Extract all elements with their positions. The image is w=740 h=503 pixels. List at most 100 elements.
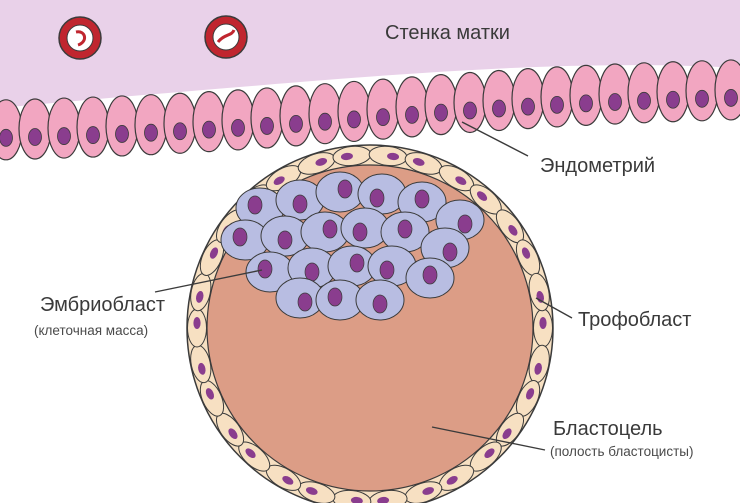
embryoblast-cell <box>275 179 325 221</box>
nucleus <box>695 89 709 108</box>
nucleus <box>379 260 395 280</box>
trophoblast-cell <box>199 239 225 276</box>
nucleus <box>322 219 338 239</box>
endometrium-cell <box>250 87 284 149</box>
nucleus <box>457 214 473 234</box>
endometrium-cell <box>163 92 197 154</box>
embryoblast-cell <box>315 171 365 213</box>
nucleus <box>318 112 332 131</box>
endometrium-cell <box>279 85 313 147</box>
endometrium-cell <box>598 63 632 125</box>
nucleus <box>525 388 535 400</box>
trophoblast-cell <box>469 184 502 215</box>
nucleus <box>277 230 293 250</box>
nucleus <box>534 362 542 375</box>
trophoblast-cell <box>404 481 443 503</box>
blastocoel-label: Бластоцель <box>553 418 663 440</box>
endometrium-cell <box>308 83 342 145</box>
nucleus <box>369 188 385 208</box>
nucleus <box>305 487 318 495</box>
endometrium-cell <box>337 80 371 143</box>
nucleus <box>521 247 531 259</box>
endometrium-cell <box>395 76 429 138</box>
endometrium-cell <box>105 95 139 157</box>
endometrium-cell <box>0 99 23 161</box>
nucleus <box>608 93 622 111</box>
nucleus <box>340 152 353 161</box>
nucleus <box>455 176 467 186</box>
embryoblast-cell <box>260 215 310 257</box>
embryoblast-cell <box>357 173 407 215</box>
embryoblast-pointer <box>154 269 263 293</box>
blood-vessel-icon <box>204 15 248 59</box>
trophoblast-cell <box>187 308 207 348</box>
nucleus <box>173 122 187 141</box>
embryoblast-cell <box>315 279 365 321</box>
trophoblast-cell <box>528 344 550 384</box>
embryoblast-cell <box>355 279 405 321</box>
embryoblast-cell <box>405 257 455 299</box>
nucleus <box>205 388 215 400</box>
nucleus <box>289 114 303 133</box>
trophoblast-cell <box>297 152 336 175</box>
nucleus <box>397 219 413 239</box>
uterine-wall-label: Стенка матки <box>385 22 510 44</box>
endometrium-cell <box>18 98 52 160</box>
trophoblast-label: Трофобласт <box>578 309 692 331</box>
nucleus <box>550 95 564 114</box>
endometrium-cell <box>540 66 574 128</box>
endometrium-cell <box>453 71 487 134</box>
nucleus <box>579 94 593 113</box>
nucleus <box>350 496 363 503</box>
nucleus <box>724 89 738 107</box>
nucleus <box>315 158 328 166</box>
nucleus <box>193 317 201 329</box>
nucleus <box>492 99 506 118</box>
nucleus <box>231 118 245 137</box>
pointer-lines <box>154 121 573 451</box>
nucleus <box>347 110 361 129</box>
nucleus <box>666 90 680 109</box>
blastocoel-note: (полость бластоцисты) <box>550 444 694 459</box>
endometrium-cell <box>424 74 458 136</box>
endometrium-cell <box>192 91 226 153</box>
endometrium-cell <box>134 94 168 156</box>
blastocoel-pointer <box>431 426 546 451</box>
blastocyst <box>186 144 554 503</box>
endometrium-cell <box>76 96 110 158</box>
nucleus <box>337 179 353 199</box>
trophoblast-cell <box>199 380 225 417</box>
endometrium-cell <box>47 97 81 159</box>
nucleus <box>257 259 273 279</box>
nucleus <box>446 475 458 485</box>
embryoblast-cell <box>380 211 430 253</box>
nucleus <box>144 123 158 142</box>
nucleus <box>282 475 294 485</box>
nucleus <box>198 362 206 375</box>
nucleus <box>434 103 448 122</box>
nucleus <box>260 117 274 135</box>
nucleus <box>463 101 477 120</box>
endometrium-cell <box>482 69 516 132</box>
trophoblast-cell <box>515 239 541 276</box>
nucleus <box>228 428 238 440</box>
endometrium-layer <box>0 59 740 161</box>
nucleus <box>476 191 488 201</box>
endometrium-cell <box>714 59 740 121</box>
nucleus <box>0 128 13 147</box>
embryoblast-label: Эмбриобласт <box>40 294 166 316</box>
embryoblast-note: (клеточная масса) <box>34 323 149 338</box>
nucleus <box>297 292 313 312</box>
embryoblast-cell <box>245 251 295 293</box>
endometrium-cell <box>221 89 255 151</box>
nucleus <box>637 91 651 110</box>
endometrium-cell <box>627 62 661 124</box>
nucleus <box>57 127 71 145</box>
endometrium-cell <box>511 68 545 130</box>
nucleus <box>521 97 535 116</box>
nucleus <box>372 294 388 314</box>
embryoblast-cell <box>220 219 270 261</box>
embryoblast-cell <box>340 207 390 249</box>
endometrium-cell <box>366 78 400 140</box>
